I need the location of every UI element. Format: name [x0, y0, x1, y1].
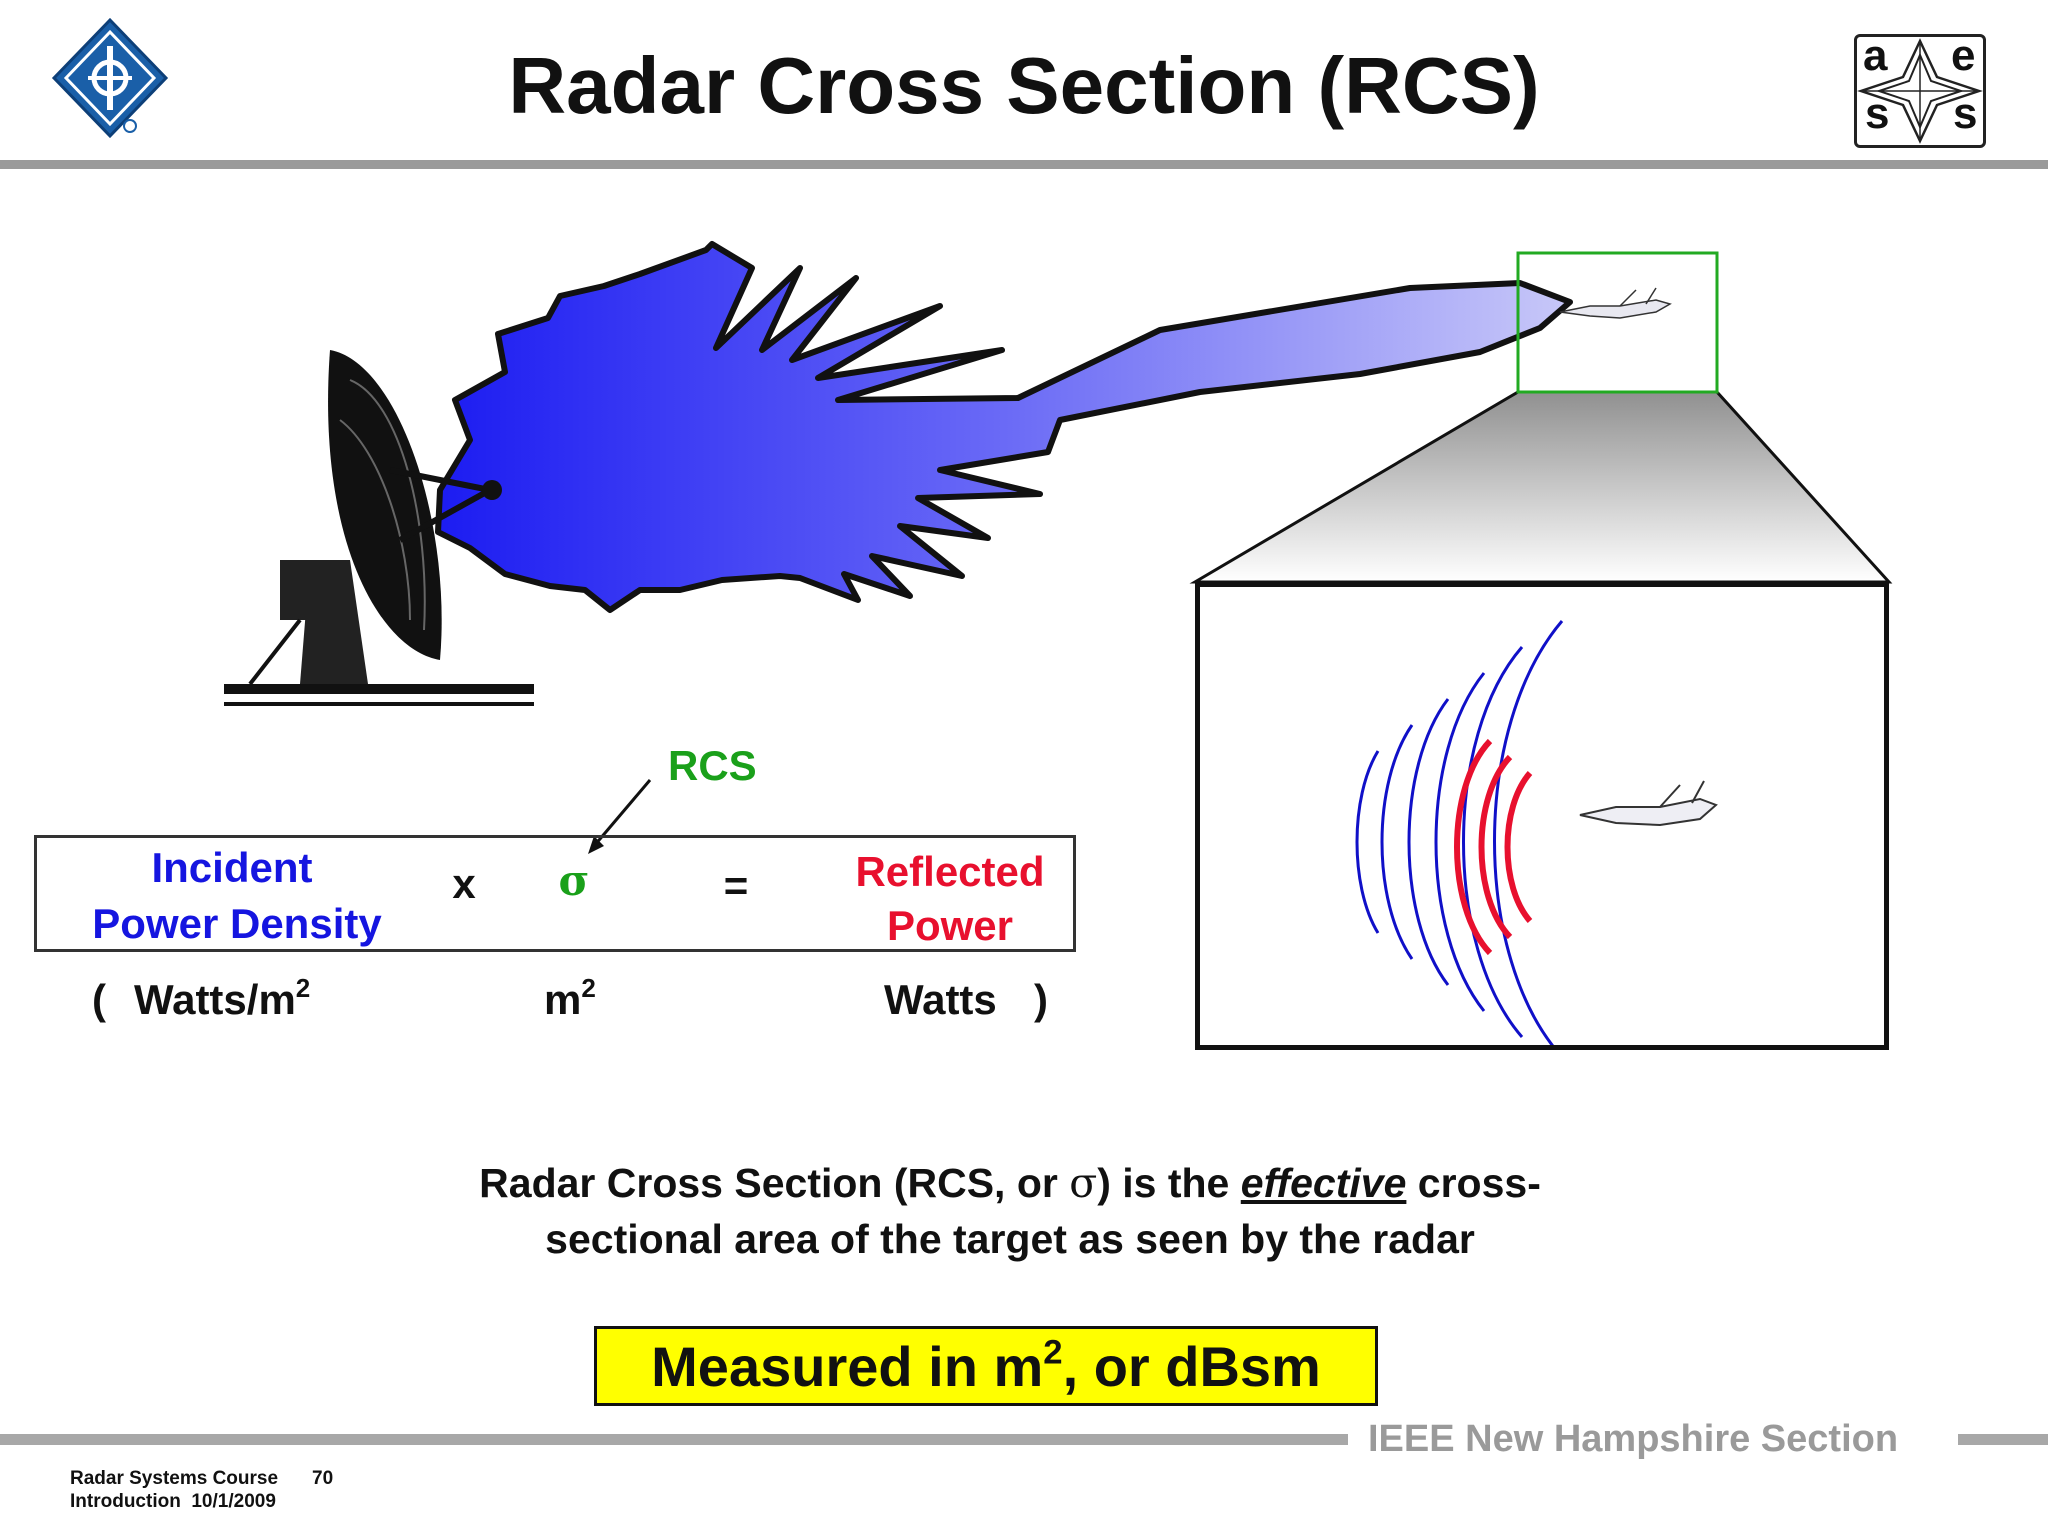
footer-intro-date: Introduction 10/1/2009: [70, 1491, 276, 1512]
units-watts-per-m-exp: 2: [295, 973, 311, 1004]
footer-course: Radar Systems Course: [70, 1468, 279, 1489]
description-part2: ) is the: [1097, 1160, 1241, 1206]
radar-diagram: [224, 241, 1893, 854]
callout-part2: , or dBsm: [1062, 1335, 1321, 1398]
scattering-waves: [1355, 620, 1718, 1045]
aess-letter-a: a: [1863, 31, 1888, 80]
description-line1: Radar Cross Section (RCS, or σ) is the e…: [330, 1155, 1690, 1211]
description-sigma: σ: [1069, 1159, 1098, 1207]
reflected-label-line2: Power: [886, 902, 1014, 949]
zoom-funnel: [1189, 390, 1893, 584]
equation-box: [34, 835, 1076, 952]
units-m2: m2: [544, 973, 596, 1024]
footer-divider-right: [1958, 1434, 2048, 1445]
units-m-text: m: [544, 976, 582, 1023]
zoom-box: [1516, 251, 1719, 394]
units-open-paren: (: [92, 976, 106, 1023]
ieee-logo: [51, 17, 169, 139]
sigma-symbol: σ: [558, 856, 590, 905]
aess-letter-s1: s: [1865, 89, 1890, 138]
incident-label-line2: Power Density: [92, 900, 382, 947]
rcs-description: Radar Cross Section (RCS, or σ) is the e…: [330, 1155, 1690, 1267]
footer-divider-left: [0, 1434, 1348, 1445]
inset-aircraft-icon: [1579, 780, 1718, 827]
header-divider: [0, 160, 2048, 169]
description-emphasis: effective: [1240, 1160, 1407, 1206]
slide-title: Radar Cross Section (RCS): [508, 41, 1540, 130]
units-m-exp: 2: [581, 973, 596, 1004]
callout-part1: Measured in m: [651, 1335, 1044, 1398]
aess-logo: a e s s: [1854, 31, 1986, 148]
units-watts-per-m2: Watts/m2: [134, 973, 311, 1024]
callout-exp: 2: [1043, 1333, 1063, 1372]
reflected-label-line1: Reflected: [855, 848, 1045, 895]
radar-beam: [435, 241, 1573, 613]
aess-letter-e: e: [1951, 31, 1976, 80]
description-line2: sectional area of the target as seen by …: [545, 1216, 1475, 1262]
footer-page-number: 70: [312, 1468, 334, 1489]
units-close-paren: ): [1034, 976, 1048, 1023]
incident-label-line1: Incident: [151, 844, 313, 891]
times-operator: x: [452, 860, 476, 907]
aess-star-icon: [1857, 38, 1983, 144]
description-part1: Radar Cross Section (RCS, or: [479, 1160, 1070, 1206]
units-watts: Watts: [884, 976, 997, 1023]
equals-operator: =: [723, 862, 749, 909]
units-watts-per-m-text: Watts/m: [134, 976, 296, 1023]
target-aircraft-icon: [1559, 287, 1672, 319]
zoom-inset: [1195, 582, 1889, 1050]
measured-callout: Measured in m2, or dBsm: [594, 1326, 1378, 1406]
footer-section-name: IEEE New Hampshire Section: [1368, 1418, 1899, 1460]
rcs-label: RCS: [668, 742, 757, 789]
radar-antenna-icon: [224, 350, 534, 706]
description-part3: cross-: [1406, 1160, 1541, 1206]
aess-letter-s2: s: [1953, 89, 1978, 138]
